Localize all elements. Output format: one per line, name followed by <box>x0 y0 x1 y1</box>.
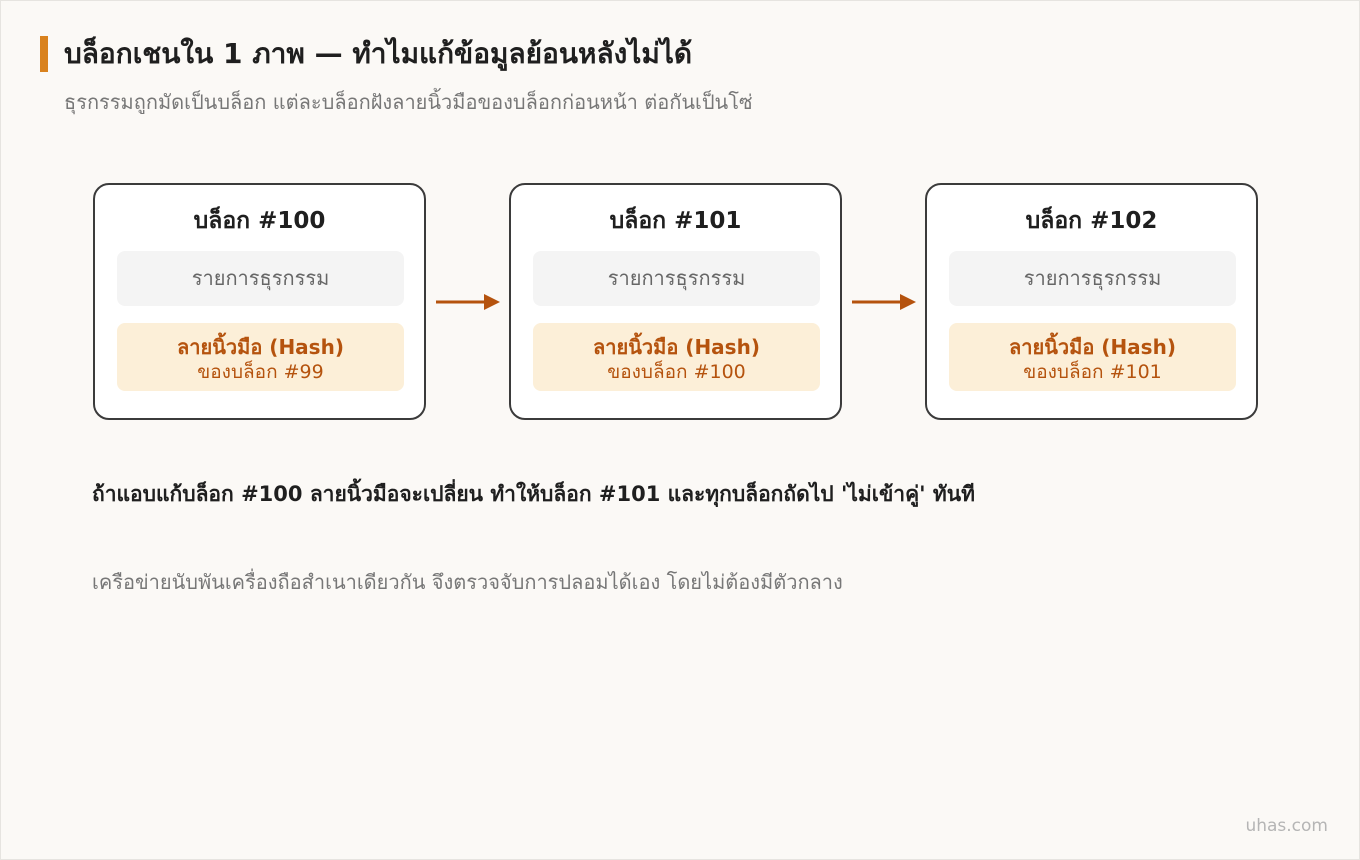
chain-arrow-icon <box>852 294 916 310</box>
hash-label: ลายนิ้วมือ (Hash) <box>1009 335 1176 359</box>
tamper-warning-text: ถ้าแอบแก้บล็อก #100 ลายนิ้วมือจะเปลี่ยน … <box>92 482 975 506</box>
transactions-box: รายการธุรกรรม <box>949 251 1236 306</box>
hash-box: ลายนิ้วมือ (Hash) ของบล็อก #101 <box>949 323 1236 391</box>
block-card-100: บล็อก #100 รายการธุรกรรม ลายนิ้วมือ (Has… <box>93 183 426 420</box>
block-title: บล็อก #102 <box>1025 208 1158 234</box>
hash-reference: ของบล็อก #101 <box>1023 361 1162 383</box>
hash-reference: ของบล็อก #99 <box>197 361 324 383</box>
hash-label: ลายนิ้วมือ (Hash) <box>177 335 344 359</box>
block-title: บล็อก #100 <box>193 208 326 234</box>
footer-watermark: uhas.com <box>1245 816 1328 836</box>
transactions-box: รายการธุรกรรม <box>117 251 404 306</box>
transactions-box: รายการธุรกรรม <box>533 251 820 306</box>
page-subtitle: ธุรกรรมถูกมัดเป็นบล็อก แต่ละบล็อกฝังลายน… <box>64 90 753 114</box>
title-accent-bar <box>40 36 48 72</box>
chain-arrow-icon <box>436 294 500 310</box>
network-note-text: เครือข่ายนับพันเครื่องถือสำเนาเดียวกัน จ… <box>92 570 843 594</box>
block-card-102: บล็อก #102 รายการธุรกรรม ลายนิ้วมือ (Has… <box>925 183 1258 420</box>
hash-box: ลายนิ้วมือ (Hash) ของบล็อก #100 <box>533 323 820 391</box>
page-title: บล็อกเชนใน 1 ภาพ — ทำไมแก้ข้อมูลย้อนหลัง… <box>64 37 693 70</box>
hash-label: ลายนิ้วมือ (Hash) <box>593 335 760 359</box>
hash-box: ลายนิ้วมือ (Hash) ของบล็อก #99 <box>117 323 404 391</box>
hash-reference: ของบล็อก #100 <box>607 361 746 383</box>
block-title: บล็อก #101 <box>609 208 742 234</box>
block-card-101: บล็อก #101 รายการธุรกรรม ลายนิ้วมือ (Has… <box>509 183 842 420</box>
